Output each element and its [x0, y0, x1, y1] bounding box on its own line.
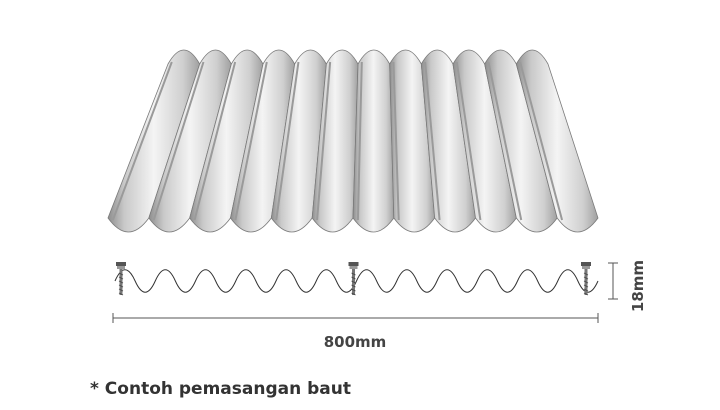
sheet-valley-shade	[392, 61, 400, 221]
height-dimension: 18mm	[608, 260, 647, 312]
bolt-thread	[351, 292, 356, 296]
bolt-thread	[583, 272, 589, 276]
bolt-thread	[118, 284, 124, 288]
sheet-valley-shade	[356, 61, 363, 221]
sheet-ridge	[515, 49, 599, 233]
bolt-thread	[583, 288, 589, 292]
bolt-head	[348, 262, 359, 266]
bolt-icon	[581, 262, 591, 296]
bolt-thread	[583, 280, 589, 284]
sheet-valley-shade	[234, 61, 268, 221]
sheet-valley-shade	[316, 61, 332, 221]
bolt-icon	[348, 262, 359, 296]
bolt-washer	[117, 266, 125, 269]
bolt-thread	[351, 272, 356, 276]
bolt-head	[581, 262, 591, 266]
wave-profile-line	[114, 269, 599, 293]
bolt-thread	[583, 276, 589, 280]
bolt-thread	[583, 284, 589, 288]
bolt-group	[116, 262, 591, 296]
sheet-valley-shade	[111, 61, 173, 221]
bolt-head	[116, 262, 126, 266]
width-dimension-label: 800mm	[324, 333, 387, 351]
bolt-thread	[351, 288, 356, 292]
bolt-thread	[118, 280, 124, 284]
bolt-thread	[583, 292, 589, 296]
bolt-washer	[349, 266, 358, 269]
bolt-installation-note: * Contoh pemasangan baut	[90, 379, 351, 399]
sheet-valley-shade	[275, 61, 300, 221]
bolt-thread	[351, 280, 356, 284]
corrugation-profile-section	[114, 262, 599, 296]
bolt-washer	[582, 266, 590, 269]
sheet-valley-shade	[455, 61, 482, 221]
sheet-valley-shade	[193, 61, 237, 221]
bolt-thread	[118, 276, 124, 280]
height-dimension-label: 18mm	[629, 260, 647, 312]
bolt-thread	[351, 276, 356, 280]
sheet-valley-shade	[519, 61, 564, 221]
bolt-thread	[118, 272, 124, 276]
bolt-icon	[116, 262, 126, 296]
bolt-thread	[118, 292, 124, 296]
width-dimension: 800mm	[112, 313, 599, 351]
corrugated-roof-sheet	[107, 49, 599, 233]
sheet-valley-shade	[152, 61, 205, 221]
bolt-thread	[351, 284, 356, 288]
bolt-thread	[118, 288, 124, 292]
sheet-valley-shade	[424, 61, 441, 221]
sheet-valley-shade	[487, 61, 523, 221]
